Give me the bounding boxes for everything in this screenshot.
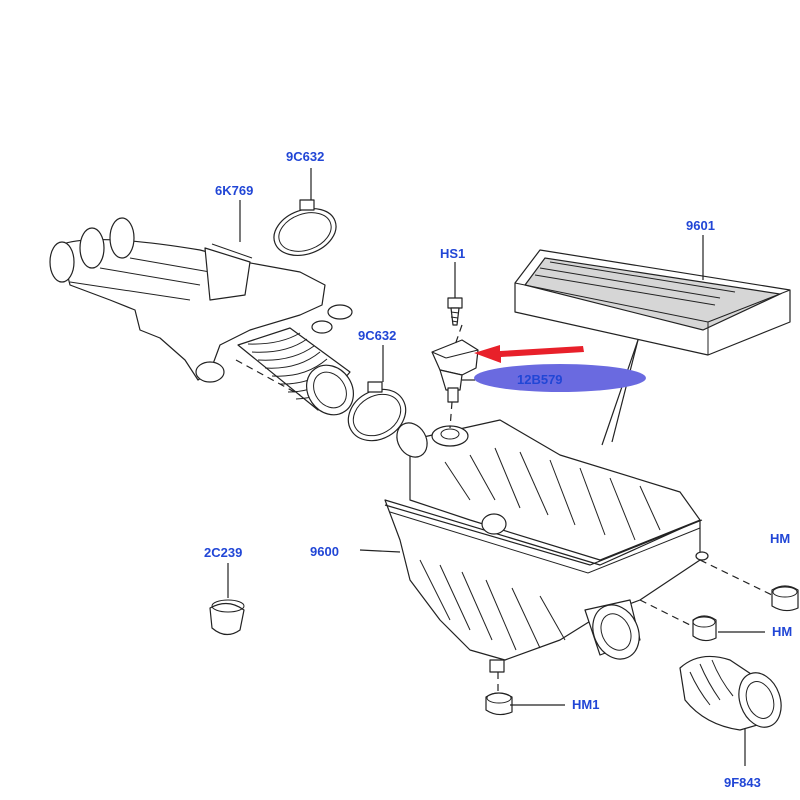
- mount-right-middle: [692, 615, 717, 642]
- label-maf-sensor: 12B579: [517, 372, 563, 387]
- label-hose-clamp-upper: 9C632: [286, 149, 324, 164]
- hose-clamp-lower: [347, 381, 407, 442]
- assembly-guide-lines: [235, 324, 773, 696]
- highlight-ellipse: [474, 364, 646, 392]
- label-screw: HS1: [440, 246, 465, 261]
- air-cleaner-housing: [384, 419, 709, 673]
- leader-lines: [227, 168, 765, 766]
- highlight-arrow: [474, 345, 584, 363]
- screw: [447, 297, 463, 326]
- outlet-hose: [679, 655, 782, 731]
- part-labels: 9C632 6K769 9601 HS1 9C632 12B579 9600 2…: [204, 149, 792, 790]
- label-mount-right-middle: HM: [772, 624, 792, 639]
- highlight-marker: [474, 345, 646, 392]
- grommet-left: [209, 599, 245, 636]
- label-air-inlet-duct: 6K769: [215, 183, 253, 198]
- label-air-cleaner-housing: 9600: [310, 544, 339, 559]
- label-outlet-hose: 9F843: [724, 775, 761, 790]
- label-mount-bottom: HM1: [572, 697, 599, 712]
- mount-bottom: [485, 692, 513, 716]
- corrugated-hose: [237, 327, 354, 416]
- mount-right-upper: [771, 585, 799, 612]
- label-mount-right-upper: HM: [770, 531, 790, 546]
- filter-element: [514, 249, 791, 356]
- hose-clamp-upper: [273, 199, 337, 256]
- maf-sensor: [431, 339, 479, 403]
- label-hose-clamp-lower: 9C632: [358, 328, 396, 343]
- label-filter-element: 9601: [686, 218, 715, 233]
- air-inlet-duct: [49, 217, 353, 383]
- label-grommet-left: 2C239: [204, 545, 242, 560]
